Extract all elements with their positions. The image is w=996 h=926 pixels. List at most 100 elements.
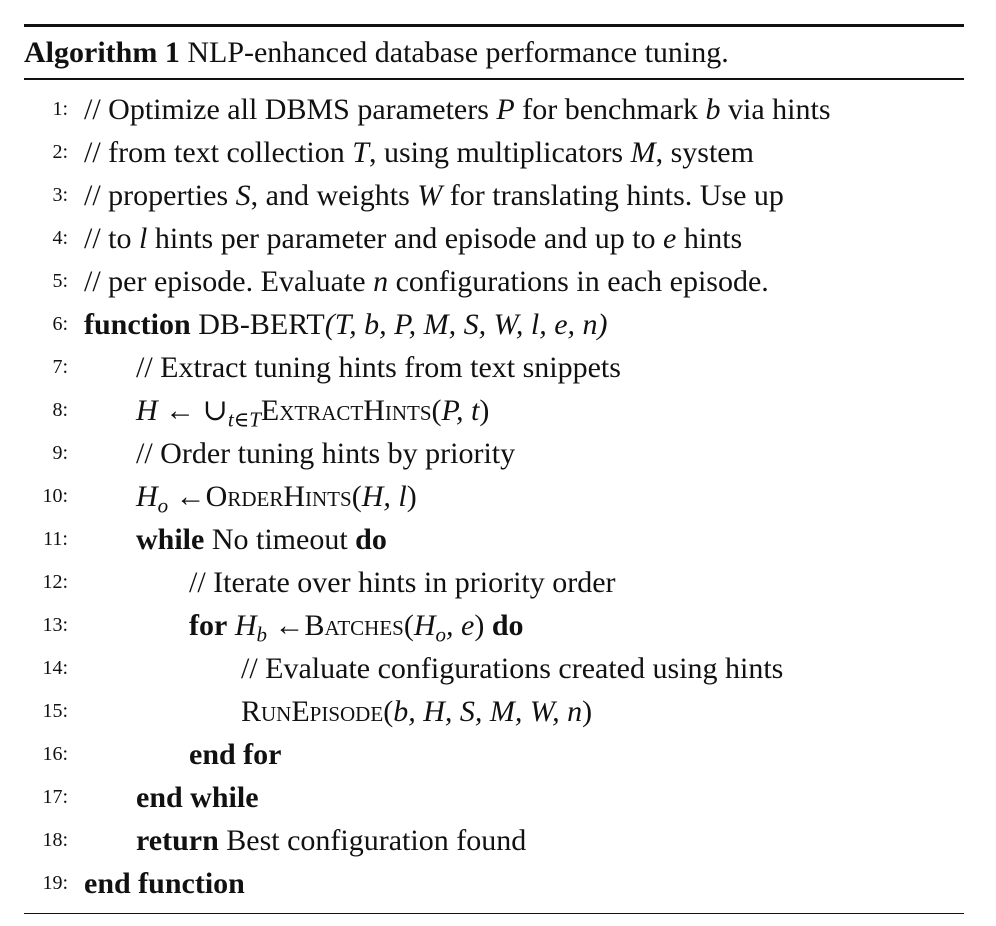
algo-line: 13: for Hb ←Batches(Ho, e) do (24, 604, 964, 647)
algorithm-caption: Algorithm 1 NLP-enhanced database perfor… (24, 27, 964, 78)
caption-rule (24, 78, 964, 80)
paren: ( (403, 608, 414, 642)
keyword: end for (189, 737, 282, 771)
text: hints per parameter and episode and up t… (147, 221, 664, 255)
operator: ← (168, 479, 206, 513)
math-var: W (417, 178, 443, 212)
text: configurations in each episode. (388, 264, 769, 298)
algo-line: 5: // per episode. Evaluate n configurat… (24, 260, 964, 303)
procedure-name: RunEpisode (241, 694, 384, 728)
text: Best configuration found (218, 823, 527, 857)
math-subscript: t∈T (227, 406, 261, 431)
text: , and weights (250, 178, 418, 212)
math-var: H (136, 479, 158, 513)
return-statement: return Best configuration found (136, 819, 526, 862)
paren: ) (406, 479, 417, 513)
function-args: (T, b, P, M, S, W, l, e, n) (324, 307, 608, 341)
math-var: H (413, 608, 436, 642)
procedure-name: ExtractHints (260, 393, 432, 427)
math-var: M (630, 135, 656, 169)
math-var: S (235, 178, 251, 212)
comment: // Extract tuning hints from text snippe… (136, 350, 621, 384)
keyword: function (84, 307, 191, 341)
line-number: 6: (52, 312, 68, 335)
paren: ) (582, 694, 593, 728)
text: // per episode. Evaluate (84, 264, 374, 298)
comment: // Iterate over hints in priority order (189, 565, 616, 599)
algorithm-lines: 1: // Optimize all DBMS parameters P for… (24, 80, 964, 913)
line-number: 11: (43, 527, 68, 550)
line-number: 3: (52, 183, 68, 206)
bottom-rule (24, 912, 964, 914)
statement: RunEpisode(b, H, S, M, W, n) (241, 690, 592, 733)
text: // from text collection (84, 135, 353, 169)
paren: ( (383, 694, 394, 728)
algo-line: 11: while No timeout do (24, 518, 964, 561)
math-var: l (139, 221, 148, 255)
text: for benchmark (514, 92, 706, 126)
line-number: 17: (42, 785, 68, 808)
line-number: 10: (42, 484, 68, 507)
comment: // to l hints per parameter and episode … (84, 217, 742, 260)
procedure-name: OrderHints (205, 479, 352, 513)
algo-line: 9: // Order tuning hints by priority (24, 432, 964, 475)
algo-line: 7: // Extract tuning hints from text sni… (24, 346, 964, 389)
for-loop: for Hb ←Batches(Ho, e) do (189, 604, 524, 647)
algo-line: 14: // Evaluate configurations created u… (24, 647, 964, 690)
keyword: return (136, 823, 219, 857)
algo-line: 8: H ← ∪t∈TExtractHints(P, t) (24, 389, 964, 432)
math-subscript: o (435, 621, 447, 646)
text: // to (84, 221, 140, 255)
algo-line: 10: Ho ←OrderHints(H, l) (24, 475, 964, 518)
keyword: while (136, 522, 205, 556)
line-number: 2: (52, 140, 68, 163)
math-var: P (496, 92, 515, 126)
while-loop: while No timeout do (136, 518, 387, 561)
comment: // Order tuning hints by priority (136, 436, 516, 470)
paren: ( (431, 393, 442, 427)
comment: // Evaluate configurations created using… (241, 651, 784, 685)
math-args: H, l (361, 479, 407, 513)
algorithm-block: Algorithm 1 NLP-enhanced database perfor… (24, 24, 964, 914)
paren: ) (479, 393, 490, 427)
keyword: end function (84, 866, 245, 900)
function-header: function DB-BERT(T, b, P, M, S, W, l, e,… (84, 303, 608, 346)
paren: ) (474, 608, 485, 642)
algo-line: 16: end for (24, 733, 964, 776)
line-number: 14: (42, 656, 68, 679)
algo-line: 6: function DB-BERT(T, b, P, M, S, W, l,… (24, 303, 964, 346)
statement: H ← ∪t∈TExtractHints(P, t) (136, 389, 489, 432)
text: // Optimize all DBMS parameters (84, 92, 497, 126)
math-var: T (352, 135, 369, 169)
algo-line: 3: // properties S, and weights W for tr… (24, 174, 964, 217)
line-number: 4: (52, 226, 68, 249)
math-var: b (705, 92, 721, 126)
statement: Ho ←OrderHints(H, l) (136, 475, 417, 518)
math-args: b, H, S, M, W, n (393, 694, 583, 728)
algo-line: 4: // to l hints per parameter and episo… (24, 217, 964, 260)
operator: ← ∪ (157, 393, 228, 427)
line-number: 19: (42, 871, 68, 894)
math-args: P, t (441, 393, 480, 427)
operator: ← (266, 608, 305, 642)
line-number: 1: (52, 97, 68, 120)
comment: // per episode. Evaluate n configuration… (84, 260, 769, 303)
math-var: e (663, 221, 677, 255)
caption-label: Algorithm 1 (24, 36, 180, 69)
math-args: , e (446, 608, 475, 642)
comment: // Optimize all DBMS parameters P for be… (84, 88, 831, 131)
text: No timeout (204, 522, 356, 556)
algo-line: 12: // Iterate over hints in priority or… (24, 561, 964, 604)
keyword: end while (136, 780, 259, 814)
math-var: H (136, 393, 158, 427)
line-number: 13: (42, 613, 68, 636)
line-number: 18: (42, 828, 68, 851)
top-rule (24, 24, 964, 27)
comment: // properties S, and weights W for trans… (84, 174, 784, 217)
line-number: 9: (52, 441, 68, 464)
line-number: 5: (52, 269, 68, 292)
algo-line: 18: return Best configuration found (24, 819, 964, 862)
keyword: for (189, 608, 228, 642)
function-name: DB-BERT (190, 307, 325, 341)
line-number: 8: (52, 398, 68, 421)
